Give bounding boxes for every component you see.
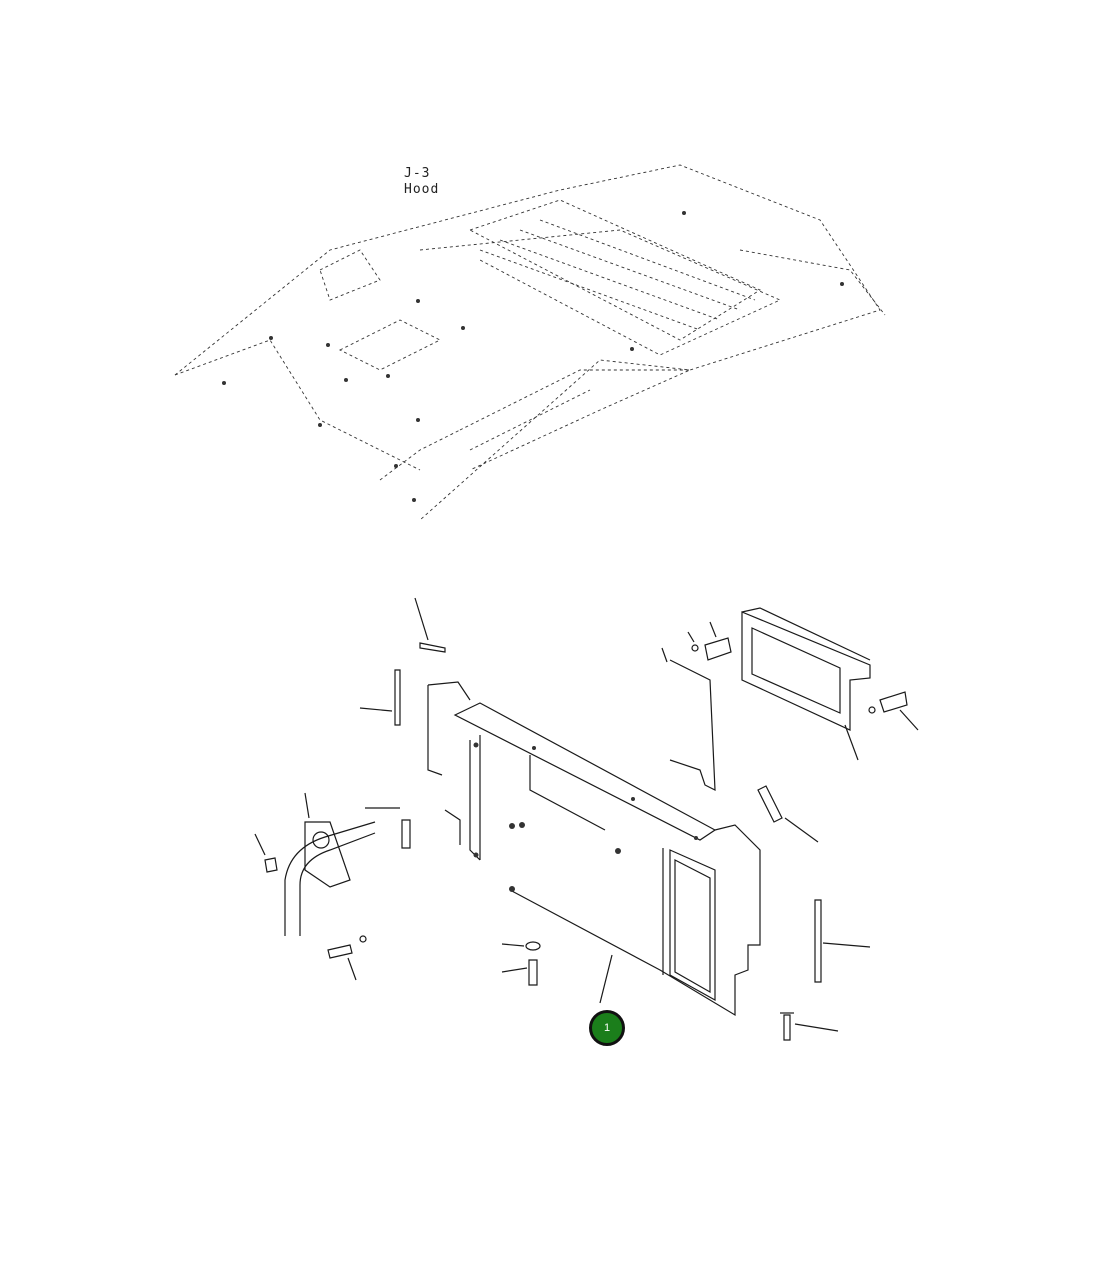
right-parts [661, 607, 919, 1041]
main-panel [427, 681, 761, 1017]
reference-name: Hood [404, 182, 440, 197]
hood-assembly-faint [174, 164, 886, 521]
pipe-assembly [254, 792, 376, 981]
center-fasteners [501, 941, 541, 986]
reference-label: J-3 Hood [404, 166, 439, 198]
left-strip-parts [359, 597, 446, 849]
reference-code: J-3 [404, 166, 431, 181]
callout-1[interactable]: 1 [589, 1010, 625, 1046]
